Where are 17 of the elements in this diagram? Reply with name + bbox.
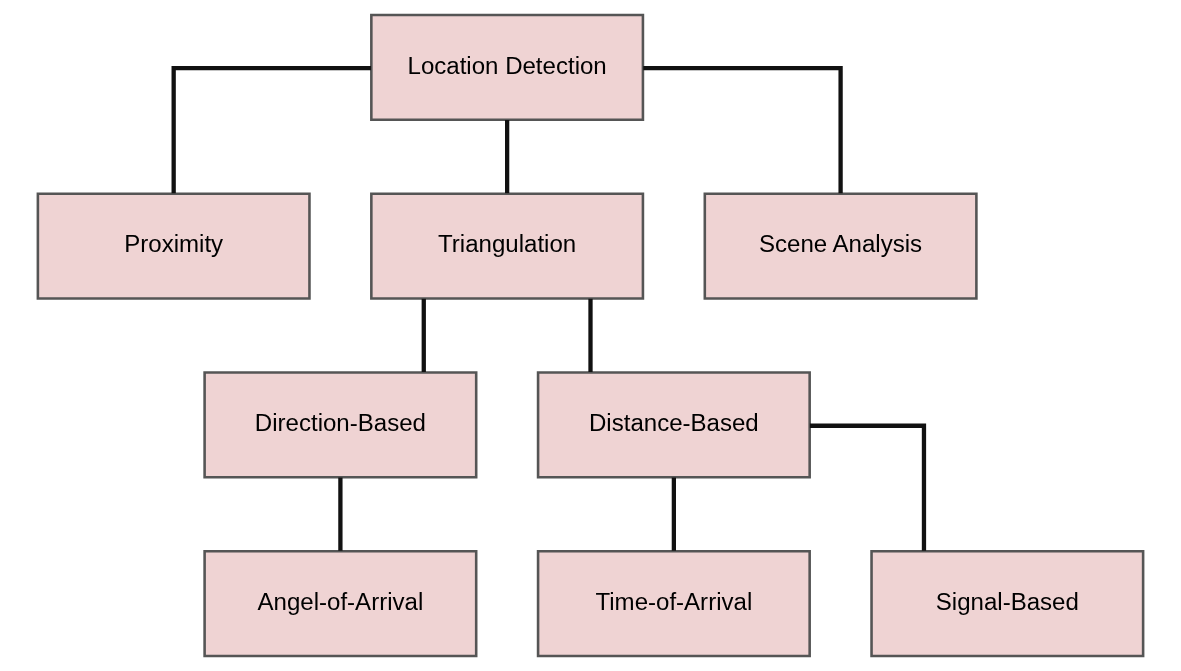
node-box: Triangulation [370, 192, 645, 300]
connector [588, 298, 593, 372]
connector [171, 66, 371, 194]
node-box: Signal-Based [870, 549, 1145, 658]
node-box: Time-of-Arrival [536, 549, 811, 658]
connector [421, 298, 426, 372]
connector [671, 477, 676, 551]
connector [338, 477, 343, 551]
connector [643, 66, 843, 194]
node-box: Distance-Based [536, 371, 811, 479]
node-box: Proximity [36, 192, 311, 300]
connector [505, 120, 510, 194]
node-box: Location Detection [370, 13, 645, 122]
node-box: Scene Analysis [703, 192, 978, 300]
node-box: Direction-Based [203, 371, 478, 479]
node-box: Angel-of-Arrival [203, 549, 478, 658]
connector [809, 423, 927, 551]
